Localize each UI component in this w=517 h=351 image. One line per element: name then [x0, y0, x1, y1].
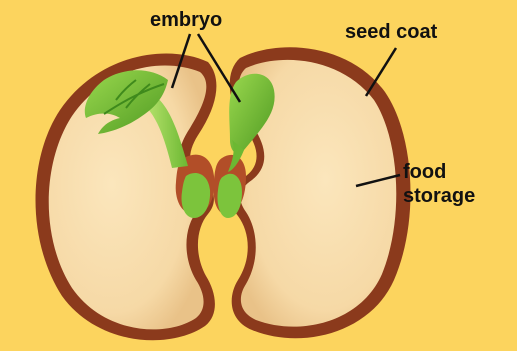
seed-coat-label: seed coat — [345, 22, 437, 42]
food-storage-label-line1: food — [403, 160, 475, 184]
food-storage-label: food storage — [403, 160, 475, 208]
embryo-label: embryo — [150, 10, 222, 30]
food-storage-label-line2: storage — [403, 184, 475, 208]
